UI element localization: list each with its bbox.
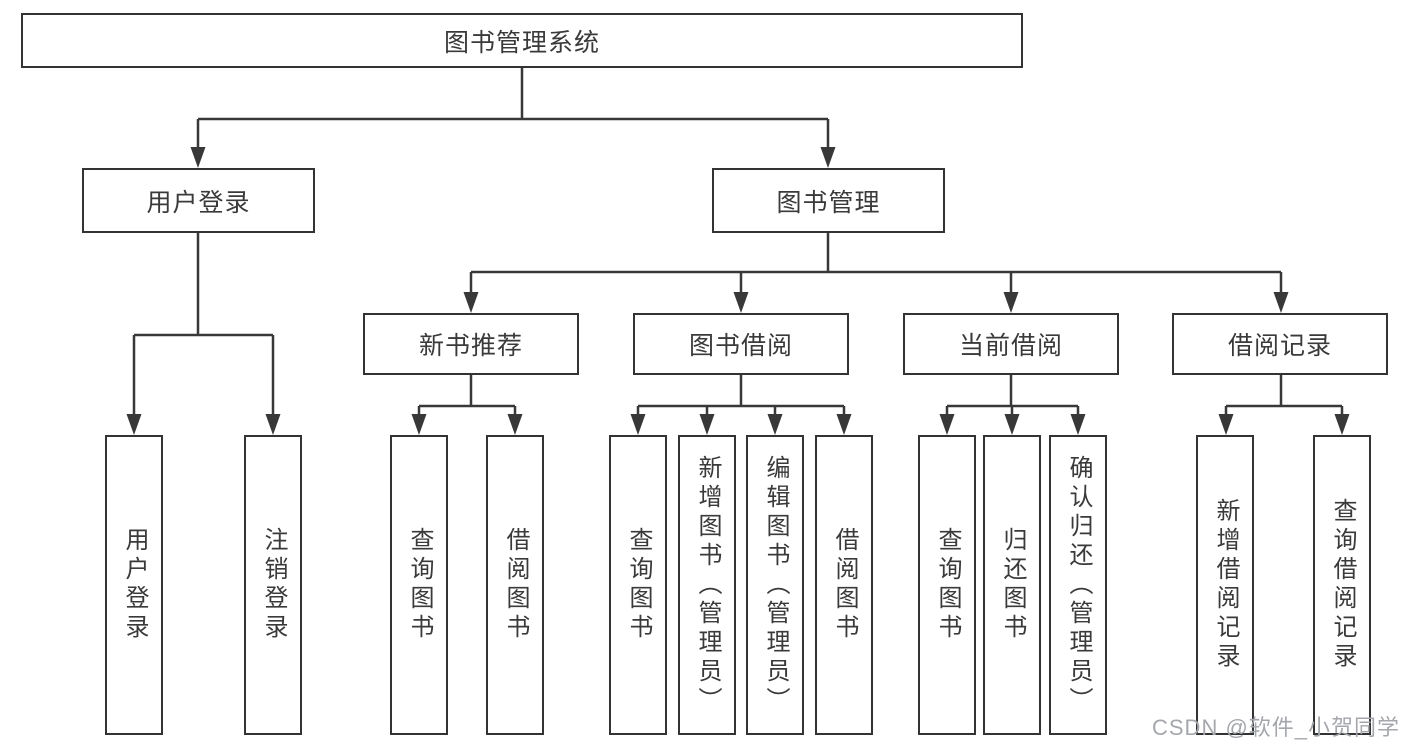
node-book-management: 图书管理 [712, 168, 945, 233]
leaf-add-borrow-record-label: 新增借阅记录 [1212, 498, 1239, 672]
leaf-logout-label: 注销登录 [260, 527, 287, 643]
leaf-query-borrow-record-label: 查询借阅记录 [1329, 498, 1356, 672]
node-user-login: 用户登录 [82, 168, 315, 233]
leaf-add-book-admin-label: 新增图书（管理员） [694, 454, 721, 716]
leaf-edit-book-admin-label: 编辑图书（管理员） [762, 454, 789, 716]
node-root: 图书管理系统 [21, 13, 1023, 68]
leaf-query-borrow-record: 查询借阅记录 [1313, 435, 1371, 735]
node-root-label: 图书管理系统 [443, 28, 600, 57]
node-user-login-label: 用户登录 [146, 188, 251, 217]
node-borrowing-records: 借阅记录 [1172, 313, 1388, 375]
node-book-borrowing-label: 图书借阅 [688, 332, 793, 360]
leaf-logout: 注销登录 [244, 435, 302, 735]
leaf-user-login: 用户登录 [105, 435, 163, 735]
leaf-borrow-books-recommend-label: 借阅图书 [502, 527, 529, 643]
node-book-management-label: 图书管理 [776, 188, 881, 217]
leaf-query-books-borrowing-label: 查询图书 [625, 527, 652, 643]
node-new-book-recommend: 新书推荐 [363, 313, 579, 375]
leaf-query-books-current-label: 查询图书 [934, 527, 961, 643]
leaf-add-borrow-record: 新增借阅记录 [1196, 435, 1254, 735]
leaf-user-login-label: 用户登录 [121, 527, 148, 643]
watermark: CSDN @软件_小贺同学 [1152, 715, 1401, 740]
leaf-borrow-books-borrowing-label: 借阅图书 [831, 527, 858, 643]
connector-path [132, 68, 1344, 419]
leaf-edit-book-admin: 编辑图书（管理员） [746, 435, 804, 735]
node-current-borrowing-label: 当前借阅 [958, 332, 1063, 360]
node-current-borrowing: 当前借阅 [903, 313, 1119, 375]
node-borrowing-records-label: 借阅记录 [1227, 332, 1332, 360]
leaf-query-books-recommend-label: 查询图书 [406, 527, 433, 643]
leaf-query-books-current: 查询图书 [918, 435, 976, 735]
leaf-borrow-books-borrowing: 借阅图书 [815, 435, 873, 735]
leaf-return-books-label: 归还图书 [999, 527, 1026, 643]
leaf-confirm-return-admin-label: 确认归还（管理员） [1065, 454, 1092, 716]
arrowheads [126, 147, 1350, 435]
leaf-query-books-recommend: 查询图书 [390, 435, 448, 735]
node-book-borrowing: 图书借阅 [633, 313, 849, 375]
node-new-book-recommend-label: 新书推荐 [418, 332, 523, 360]
leaf-confirm-return-admin: 确认归还（管理员） [1049, 435, 1107, 735]
leaf-borrow-books-recommend: 借阅图书 [486, 435, 544, 735]
leaf-return-books: 归还图书 [983, 435, 1041, 735]
leaf-add-book-admin: 新增图书（管理员） [678, 435, 736, 735]
leaf-query-books-borrowing: 查询图书 [609, 435, 667, 735]
